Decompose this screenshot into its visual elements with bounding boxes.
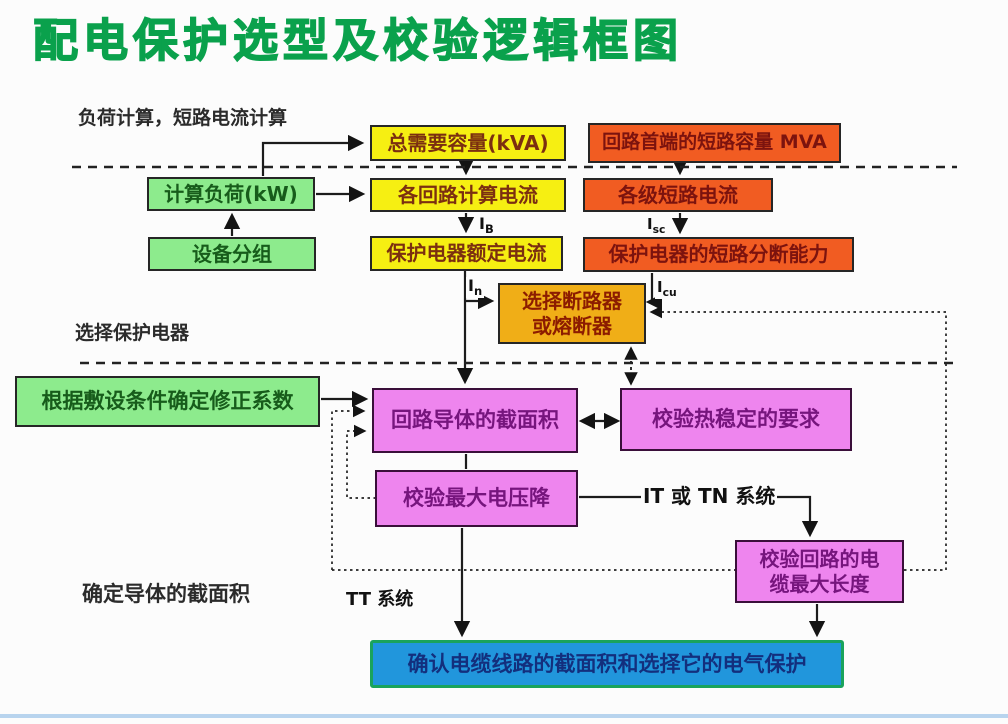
node-head-short-circuit-capacity: 回路首端的短路容量 MVA [588,123,841,163]
node-protective-device-rated-current: 保护电器额定电流 [370,236,563,271]
node-short-circuit-breaking-capacity: 保护电器的短路分断能力 [583,237,854,272]
node-correction-factor: 根据敷设条件确定修正系数 [15,376,320,427]
label-in: In [466,276,485,299]
node-conductor-cross-section: 回路导体的截面积 [372,388,578,453]
feedback-voltagedrop-to-conductorarea [346,424,376,499]
node-select-breaker-or-fuse: 选择断路器 或熔断器 [498,283,646,344]
section-label-load-calculation: 负荷计算，短路电流计算 [78,107,288,129]
edge-calcload-to-totalcapacity [261,134,365,176]
section-label-select-protective-device: 选择保护电器 [75,322,190,344]
label-icu: Icu [655,278,679,299]
node-thermal-stability-check: 校验热稳定的要求 [620,388,852,451]
node-cable-max-length-check: 校验回路的电 缆最大长度 [735,540,904,603]
node-max-voltage-drop-check: 校验最大电压降 [375,470,578,527]
node-equipment-grouping: 设备分组 [148,237,316,271]
label-it-or-tn-system: IT 或 TN 系统 [641,484,778,508]
label-tt-system: TT 系统 [344,589,416,610]
node-level-short-circuit-current: 各级短路电流 [583,178,773,212]
node-confirm-cable-and-protection: 确认电缆线路的截面积和选择它的电气保护 [370,640,844,688]
label-ib: IB [477,214,496,237]
node-total-capacity: 总需要容量(kVA) [370,125,566,161]
node-calculated-load: 计算负荷(kW) [147,177,315,211]
bottom-divider [0,714,1008,718]
section-label-determine-conductor-area: 确定导体的截面积 [82,582,250,606]
label-isc: Isc [645,215,668,236]
page-title: 配电保护选型及校验逻辑框图 [32,13,684,68]
edge-breakingcapacity-to-selectbreaker [645,273,663,311]
node-circuit-calculated-current: 各回路计算电流 [370,178,566,212]
